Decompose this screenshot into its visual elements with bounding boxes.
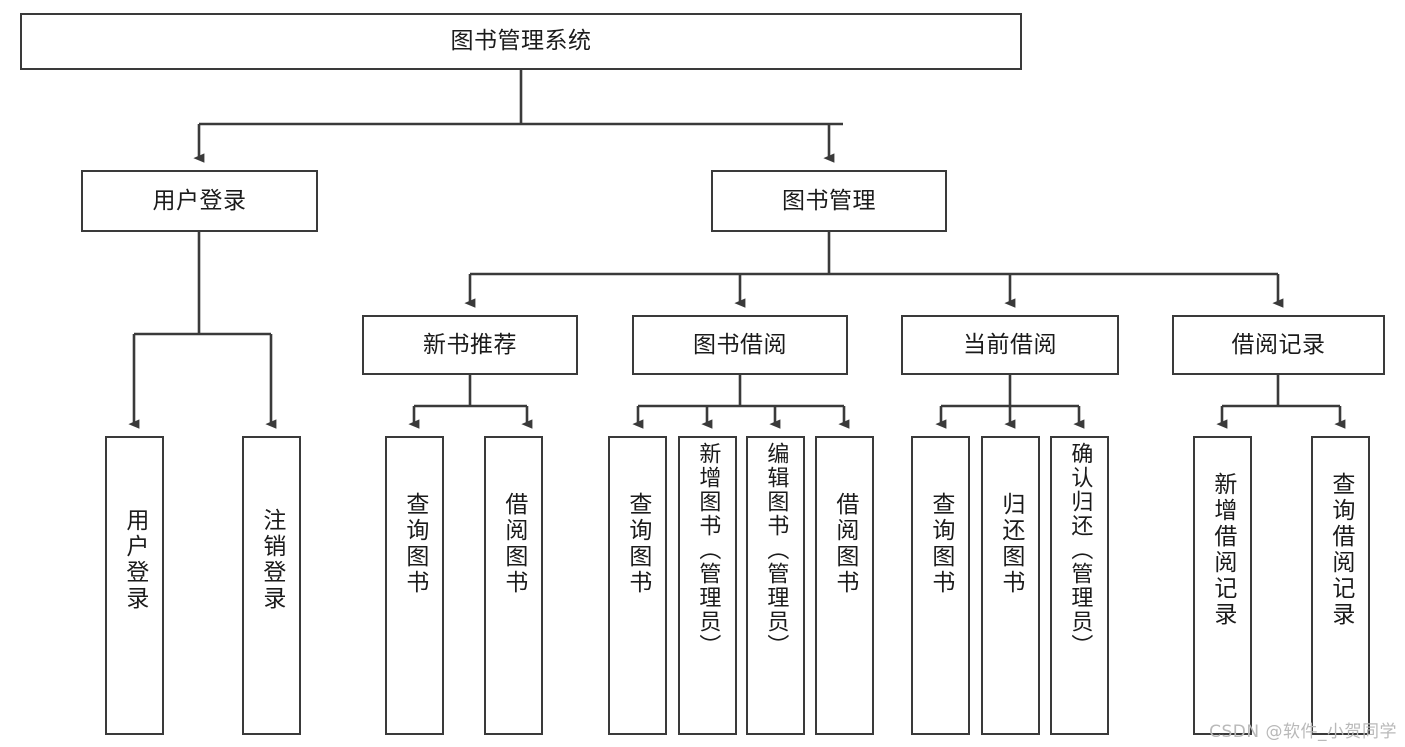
leaf-current-query-book[interactable]: 查询图书 [911,436,970,735]
node-label: 借阅图书 [500,492,527,596]
node-label: 查询图书 [927,492,954,596]
leaf-borrow-query-book[interactable]: 查询图书 [608,436,667,735]
leaf-record-add-borrow-record[interactable]: 新增借阅记录 [1193,436,1252,735]
node-new-book-recommendation[interactable]: 新书推荐 [362,315,578,375]
node-label: 新增借阅记录 [1209,472,1236,628]
node-current-borrowing[interactable]: 当前借阅 [901,315,1119,375]
leaf-record-query-borrow-record[interactable]: 查询借阅记录 [1311,436,1370,735]
node-label: 用户登录 [152,187,247,214]
node-borrow-records[interactable]: 借阅记录 [1172,315,1385,375]
node-label: 用户登录 [121,508,148,612]
node-label: 查询图书 [624,492,651,596]
node-label: 新书推荐 [423,331,517,358]
leaf-borrow-borrow-book[interactable]: 借阅图书 [815,436,874,735]
leaf-new-book-borrow-book[interactable]: 借阅图书 [484,436,543,735]
node-label: 查询借阅记录 [1327,472,1354,628]
node-label: 借阅记录 [1231,331,1326,358]
node-label: 确认归还（管理员） [1067,442,1093,658]
leaf-borrow-add-book-admin[interactable]: 新增图书（管理员） [678,436,737,735]
node-label: 当前借阅 [963,331,1057,358]
leaf-user-login-login[interactable]: 用户登录 [105,436,164,735]
leaf-borrow-edit-book-admin[interactable]: 编辑图书（管理员） [746,436,805,735]
node-label: 查询图书 [401,492,428,596]
node-user-login[interactable]: 用户登录 [81,170,318,232]
node-label: 图书管理 [782,187,876,214]
leaf-current-return-book[interactable]: 归还图书 [981,436,1040,735]
node-label: 新增图书（管理员） [695,442,721,658]
node-root-book-management-system[interactable]: 图书管理系统 [20,13,1022,70]
node-label: 编辑图书（管理员） [763,442,789,658]
node-label: 归还图书 [997,492,1024,596]
leaf-current-confirm-return-admin[interactable]: 确认归还（管理员） [1050,436,1109,735]
csdn-watermark: CSDN @软件_小贺同学 [1209,722,1397,742]
node-book-management[interactable]: 图书管理 [711,170,947,232]
leaf-user-login-logout[interactable]: 注销登录 [242,436,301,735]
node-label: 图书管理系统 [450,28,592,55]
node-label: 借阅图书 [831,492,858,596]
node-label: 注销登录 [258,508,285,612]
leaf-new-book-query-book[interactable]: 查询图书 [385,436,444,735]
node-label: 图书借阅 [693,331,787,358]
node-book-borrowing[interactable]: 图书借阅 [632,315,848,375]
